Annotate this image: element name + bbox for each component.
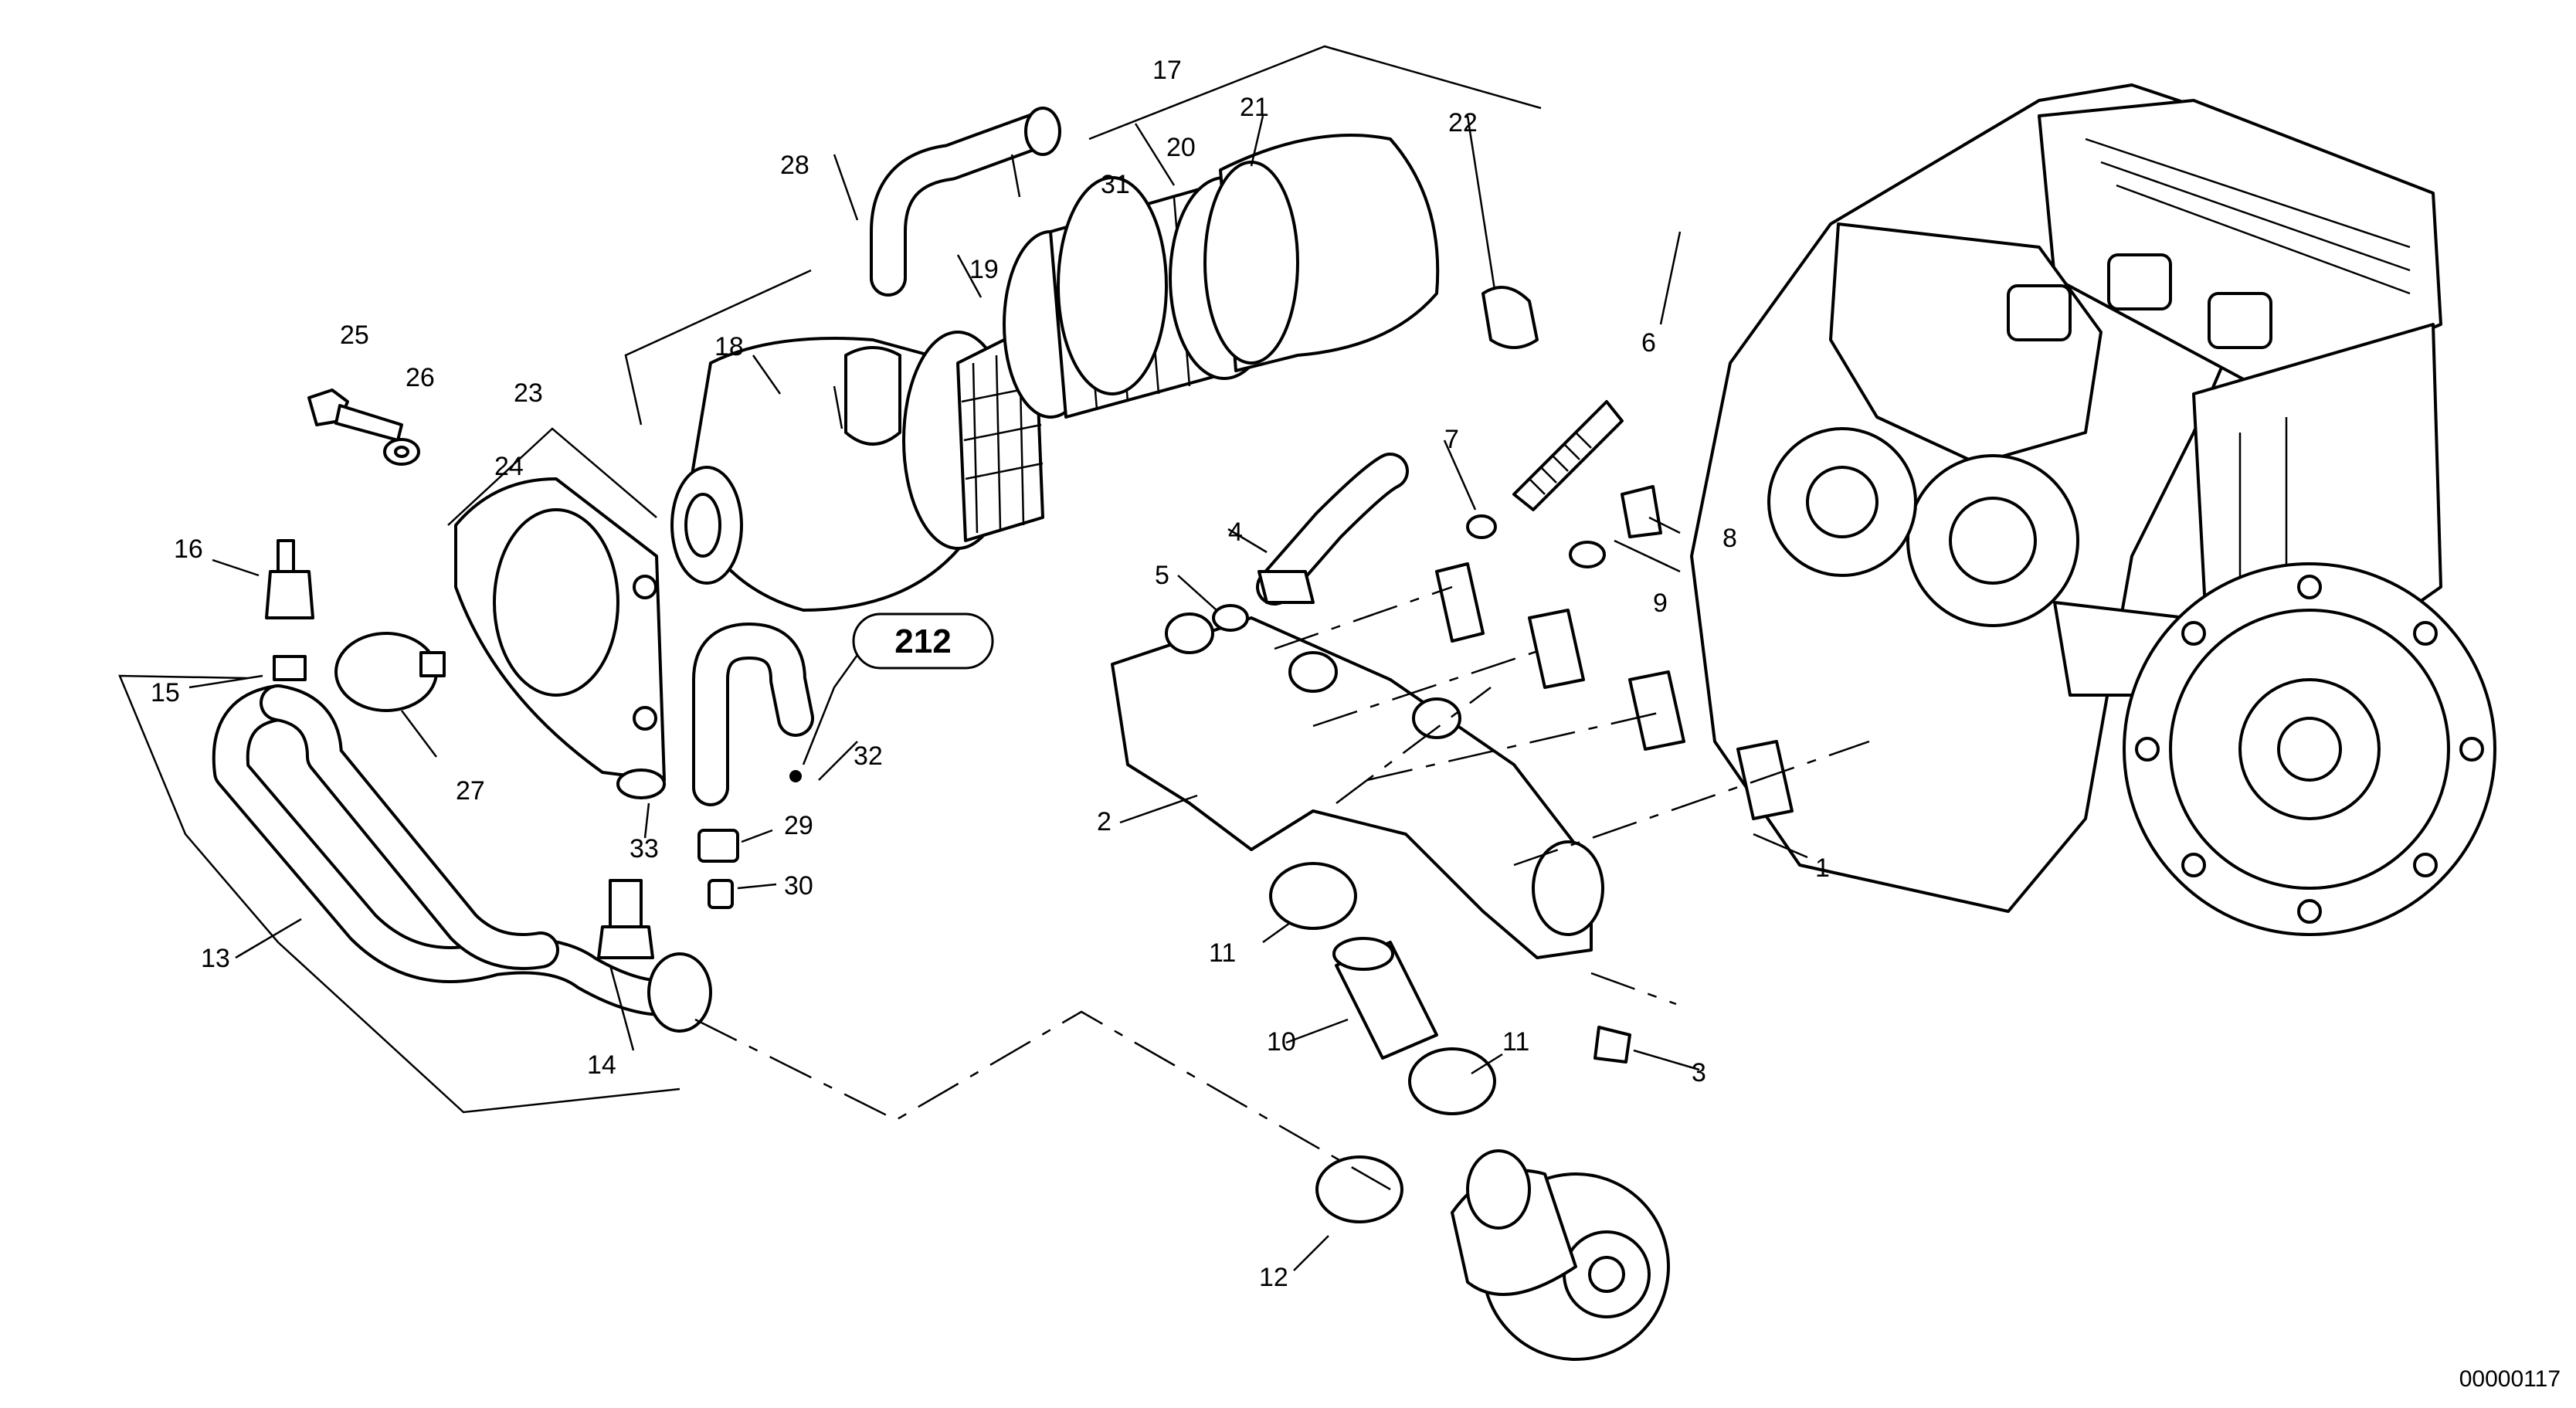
reference-badge: 212	[852, 612, 994, 670]
sealing-ring	[1212, 604, 1249, 632]
callout-12: 12	[1259, 1263, 1288, 1292]
callout-24: 24	[494, 452, 524, 481]
callout-19: 19	[969, 255, 999, 284]
filter-housing-cover	[1203, 134, 1440, 372]
callout-8: 8	[1722, 524, 1737, 553]
callout-17: 17	[1152, 56, 1182, 85]
callout-6: 6	[1641, 328, 1656, 358]
turbo-clamp	[1315, 1155, 1403, 1223]
intermediate-pipe	[1332, 937, 1438, 1060]
callout-4: 4	[1228, 517, 1243, 547]
callout-7: 7	[1444, 425, 1459, 454]
hose-fitting	[597, 879, 654, 959]
air-filter-housing	[670, 331, 1013, 612]
callout-labels: 17 21 20 22 28 31 19 18 25 26 23 24 6 7 …	[151, 56, 1830, 1292]
banjo-washer	[1569, 541, 1606, 568]
callout-33: 33	[630, 834, 659, 863]
turbo-oil-line	[1256, 453, 1409, 606]
callout-10: 10	[1267, 1027, 1296, 1057]
temperature-switch	[1593, 1026, 1631, 1064]
leader-lines	[118, 45, 1808, 1271]
intake-clamp-11a	[1269, 862, 1357, 930]
banjo-bolt	[1621, 485, 1662, 538]
washer	[383, 438, 420, 466]
breather-hose	[692, 623, 814, 806]
callout-22: 22	[1448, 108, 1478, 137]
hose-clamp-large	[334, 632, 446, 712]
callout-20: 20	[1166, 133, 1196, 162]
exhaust-manifold	[1111, 612, 1604, 959]
hose-nut	[697, 829, 739, 863]
callout-1: 1	[1815, 853, 1830, 883]
coolant-hose-long	[212, 684, 712, 1033]
callout-11a: 11	[1209, 938, 1236, 968]
engine-block	[1690, 83, 2496, 936]
callout-31: 31	[1101, 170, 1130, 199]
callout-27: 27	[456, 776, 485, 806]
callout-5: 5	[1155, 561, 1169, 590]
callout-16: 16	[174, 534, 203, 564]
small-clamp	[616, 768, 666, 799]
callout-2: 2	[1097, 807, 1112, 836]
temperature-sender	[265, 539, 314, 681]
callout-30: 30	[784, 871, 813, 901]
mounting-bracket	[454, 477, 666, 782]
callout-14: 14	[587, 1050, 616, 1080]
plug	[708, 879, 734, 909]
o-ring	[1466, 514, 1497, 539]
callout-11b: 11	[1502, 1027, 1529, 1057]
callout-28: 28	[780, 151, 809, 180]
callout-32: 32	[854, 741, 883, 771]
filter-seal-ring	[1057, 176, 1168, 395]
image-code: 00000117	[2459, 1366, 2561, 1392]
callout-15: 15	[151, 678, 180, 707]
manifold-gaskets	[1435, 562, 1794, 820]
callout-25: 25	[340, 321, 369, 350]
turbocharger	[1451, 1149, 1670, 1361]
intake-clamp-11b	[1408, 1047, 1496, 1115]
callout-3: 3	[1692, 1058, 1706, 1087]
callout-26: 26	[406, 363, 435, 392]
assembly-lines	[694, 585, 1870, 1191]
callout-9: 9	[1653, 589, 1668, 618]
callout-13: 13	[201, 944, 230, 973]
injector-spring-valve	[1512, 400, 1624, 511]
callout-18: 18	[714, 332, 744, 361]
callout-29: 29	[784, 811, 813, 840]
callout-21: 21	[1240, 93, 1269, 122]
dust-valve	[1481, 286, 1539, 349]
bolt	[307, 388, 403, 442]
reference-badge-number: 212	[894, 623, 951, 660]
callout-23: 23	[514, 378, 543, 408]
intake-elbow	[870, 107, 1061, 297]
